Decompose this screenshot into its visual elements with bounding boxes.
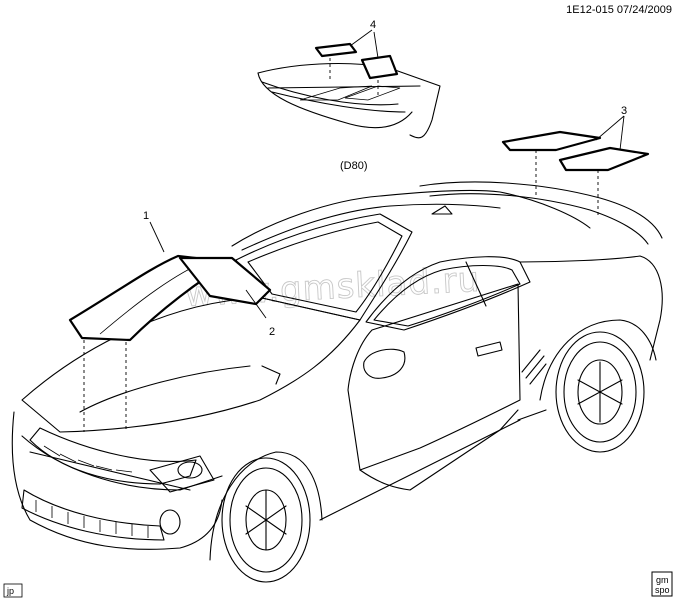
- footer-tag-box: [3, 583, 23, 598]
- decklid-stripe: [501, 115, 650, 218]
- callout-4-label: 4: [370, 19, 376, 31]
- car-body: [11, 181, 663, 583]
- option-code-label: (D80): [340, 160, 368, 172]
- callout-1-label: 1: [143, 210, 149, 222]
- callout-3-label: 3: [621, 105, 627, 117]
- gm-spo-badge: [651, 571, 673, 597]
- diagram-id-date: 1E12-015 07/24/2009: [566, 4, 672, 16]
- badge-line-1: gm: [656, 575, 669, 585]
- badge-line-2: spo: [655, 585, 670, 595]
- spoiler-inset: [257, 29, 441, 139]
- footer-tag-text: jp: [6, 586, 14, 596]
- callout-2-label: 2: [269, 326, 275, 338]
